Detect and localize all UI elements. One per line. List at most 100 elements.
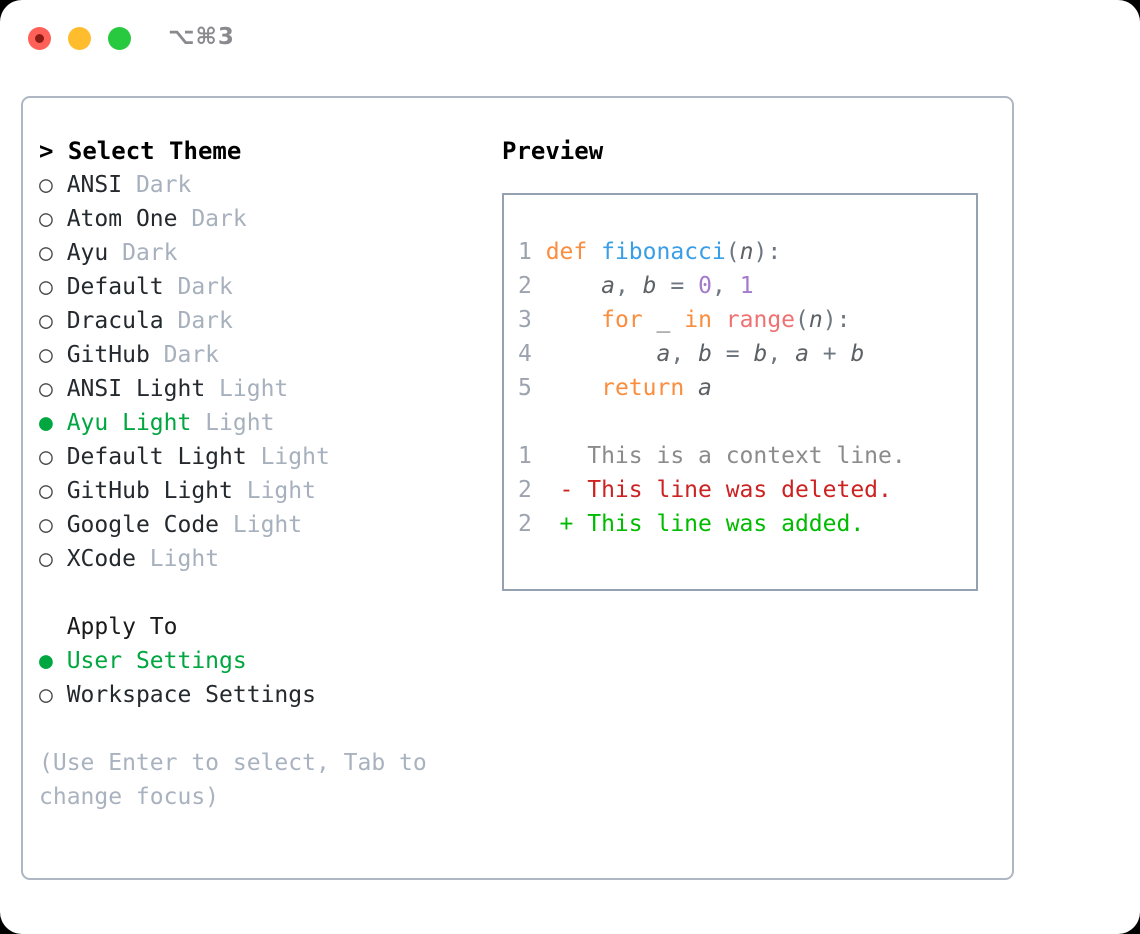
theme-list-item[interactable]: ○ Dracula Dark xyxy=(39,304,479,338)
code-token: b xyxy=(850,341,865,367)
code-token: ) xyxy=(753,239,768,265)
theme-list-item[interactable]: ● Ayu Light Light xyxy=(39,406,479,440)
code-token: def xyxy=(545,239,588,265)
theme-list-item[interactable]: ○ Default Dark xyxy=(39,270,479,304)
code-token: return xyxy=(601,375,685,401)
radio-unselected-icon: ○ xyxy=(39,240,53,266)
diff-text: This line was added. xyxy=(587,511,865,537)
keyboard-shortcut-label: ⌥⌘3 xyxy=(168,24,235,50)
theme-list: ○ ANSI Dark○ Atom One Dark○ Ayu Dark○ De… xyxy=(39,168,479,576)
theme-list-item[interactable]: ○ GitHub Light Light xyxy=(39,474,479,508)
code-token xyxy=(809,341,823,367)
close-window-button[interactable] xyxy=(28,27,51,50)
code-token: , xyxy=(614,273,629,299)
select-theme-header: > Select Theme xyxy=(39,137,242,165)
code-token: , xyxy=(711,273,726,299)
radio-unselected-icon: ○ xyxy=(39,308,53,334)
theme-variant-badge: Dark xyxy=(177,206,247,232)
theme-list-item[interactable]: ○ Ayu Dark xyxy=(39,236,479,270)
theme-list-item[interactable]: ○ Atom One Dark xyxy=(39,202,479,236)
radio-unselected-icon: ○ xyxy=(39,546,53,572)
apply-to-item[interactable]: ● User Settings xyxy=(39,644,479,678)
code-token xyxy=(726,273,740,299)
theme-name: Google Code xyxy=(52,512,220,538)
code-token: ( xyxy=(795,307,809,333)
keyboard-hint-text: (Use Enter to select, Tab to change focu… xyxy=(39,750,427,810)
theme-variant-badge: Dark xyxy=(163,308,233,334)
theme-list-item[interactable]: ○ Default Light Light xyxy=(39,440,479,474)
diff-line: 1 This is a context line. xyxy=(518,439,970,473)
theme-list-column: > Select Theme ○ ANSI Dark○ Atom One Dar… xyxy=(39,134,479,814)
code-line-number: 5 xyxy=(518,375,532,401)
theme-list-item[interactable]: ○ XCode Light xyxy=(39,542,479,576)
diff-sign xyxy=(532,443,587,469)
code-token xyxy=(740,341,754,367)
minimize-window-button[interactable] xyxy=(68,27,91,50)
code-token: = xyxy=(670,273,685,299)
code-token xyxy=(587,239,601,265)
code-token: n xyxy=(739,239,754,265)
theme-variant-badge: Light xyxy=(246,444,330,470)
code-token: , xyxy=(670,341,685,367)
theme-name: GitHub xyxy=(52,342,150,368)
theme-list-item[interactable]: ○ ANSI Dark xyxy=(39,168,479,202)
radio-unselected-icon: ○ xyxy=(39,512,53,538)
code-line: 1 def fibonacci(n): xyxy=(518,235,970,269)
code-line: 2 a, b = 0, 1 xyxy=(518,269,970,303)
preview-column: Preview 1 def fibonacci(n):2 a, b = 0, 1… xyxy=(502,134,992,591)
code-token: = xyxy=(725,341,740,367)
apply-to-section: Apply To ● User Settings○ Workspace Sett… xyxy=(39,610,479,712)
code-token: ( xyxy=(725,239,740,265)
radio-unselected-icon: ○ xyxy=(39,444,53,470)
radio-unselected-icon: ○ xyxy=(39,342,53,368)
code-token: for xyxy=(601,307,643,333)
theme-variant-badge: Light xyxy=(219,512,303,538)
theme-list-item[interactable]: ○ ANSI Light Light xyxy=(39,372,479,406)
code-token: , xyxy=(767,341,782,367)
theme-name: Ayu xyxy=(52,240,109,266)
diff-preview-lines: 1 This is a context line.2 - This line w… xyxy=(518,439,970,541)
theme-variant-badge: Dark xyxy=(108,240,178,266)
code-token: 0 xyxy=(698,273,712,299)
theme-name: Default Light xyxy=(52,444,247,470)
code-token: a xyxy=(698,375,712,401)
code-line: 4 a, b = b, a + b xyxy=(518,337,970,371)
theme-name: Atom One xyxy=(52,206,178,232)
theme-variant-badge: Dark xyxy=(163,274,233,300)
theme-variant-badge: Dark xyxy=(149,342,220,368)
code-token xyxy=(712,307,726,333)
code-token xyxy=(781,341,795,367)
theme-name: ANSI xyxy=(52,172,123,198)
theme-variant-badge: Light xyxy=(191,410,275,436)
code-token: n xyxy=(808,307,823,333)
radio-unselected-icon: ○ xyxy=(39,172,53,198)
code-token xyxy=(546,307,601,333)
theme-picker-panel: > Select Theme ○ ANSI Dark○ Atom One Dar… xyxy=(21,96,1014,880)
diff-line-number: 2 xyxy=(518,477,532,503)
code-token xyxy=(546,375,601,401)
maximize-window-button[interactable] xyxy=(108,27,131,50)
diff-line: 2 + This line was added. xyxy=(518,507,970,541)
code-token xyxy=(657,273,671,299)
code-token: + xyxy=(822,341,837,367)
apply-to-item[interactable]: ○ Workspace Settings xyxy=(39,678,479,712)
radio-selected-icon: ● xyxy=(39,648,53,674)
apply-to-header: Apply To xyxy=(39,614,178,640)
code-token: b xyxy=(753,341,768,367)
code-token xyxy=(629,273,643,299)
radio-unselected-icon: ○ xyxy=(39,376,53,402)
theme-variant-badge: Light xyxy=(232,478,316,504)
code-token: ) xyxy=(822,307,837,333)
code-token xyxy=(643,307,657,333)
radio-unselected-icon: ○ xyxy=(39,478,53,504)
code-line: 5 return a xyxy=(518,371,970,405)
theme-list-item[interactable]: ○ Google Code Light xyxy=(39,508,479,542)
diff-line-number: 1 xyxy=(518,443,532,469)
code-token xyxy=(712,341,726,367)
code-line-number: 3 xyxy=(518,307,532,333)
theme-list-item[interactable]: ○ GitHub Dark xyxy=(39,338,479,372)
apply-to-name: User Settings xyxy=(52,648,247,674)
code-line-number: 2 xyxy=(518,273,532,299)
